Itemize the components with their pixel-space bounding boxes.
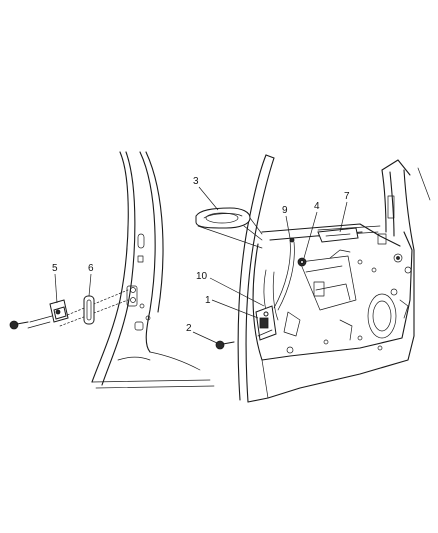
body-pillar — [91, 151, 215, 389]
callout-5: 5 — [52, 263, 58, 304]
callout-label-4: 4 — [314, 201, 320, 212]
callout-1: 1 — [205, 295, 259, 319]
callout-7: 7 — [339, 191, 350, 233]
callout-label-6: 6 — [88, 263, 94, 274]
striker-alignment-lines — [27, 289, 129, 329]
callout-10: 10 — [196, 271, 265, 307]
callout-6: 6 — [88, 263, 94, 297]
callout-3: 3 — [193, 176, 219, 211]
callout-label-1: 1 — [205, 295, 211, 306]
callout-2: 2 — [186, 323, 218, 344]
striker-screw — [9, 320, 29, 330]
door-latch-part — [255, 305, 277, 341]
callout-label-3: 3 — [193, 176, 199, 187]
callout-label-5: 5 — [52, 263, 58, 274]
callout-label-7: 7 — [344, 191, 350, 202]
latch-rod-part — [273, 237, 295, 311]
callout-label-10: 10 — [196, 271, 208, 282]
latch-screw — [215, 340, 235, 350]
callout-4: 4 — [303, 201, 320, 259]
striker-shim-part — [83, 295, 95, 325]
inside-handle-part — [195, 207, 263, 249]
grommet-part — [297, 257, 307, 267]
window-seal-part — [317, 227, 359, 243]
callout-9: 9 — [282, 205, 291, 239]
door-shell — [237, 154, 431, 403]
callout-label-9: 9 — [282, 205, 288, 216]
striker-part — [49, 299, 69, 323]
callout-label-2: 2 — [186, 323, 192, 334]
